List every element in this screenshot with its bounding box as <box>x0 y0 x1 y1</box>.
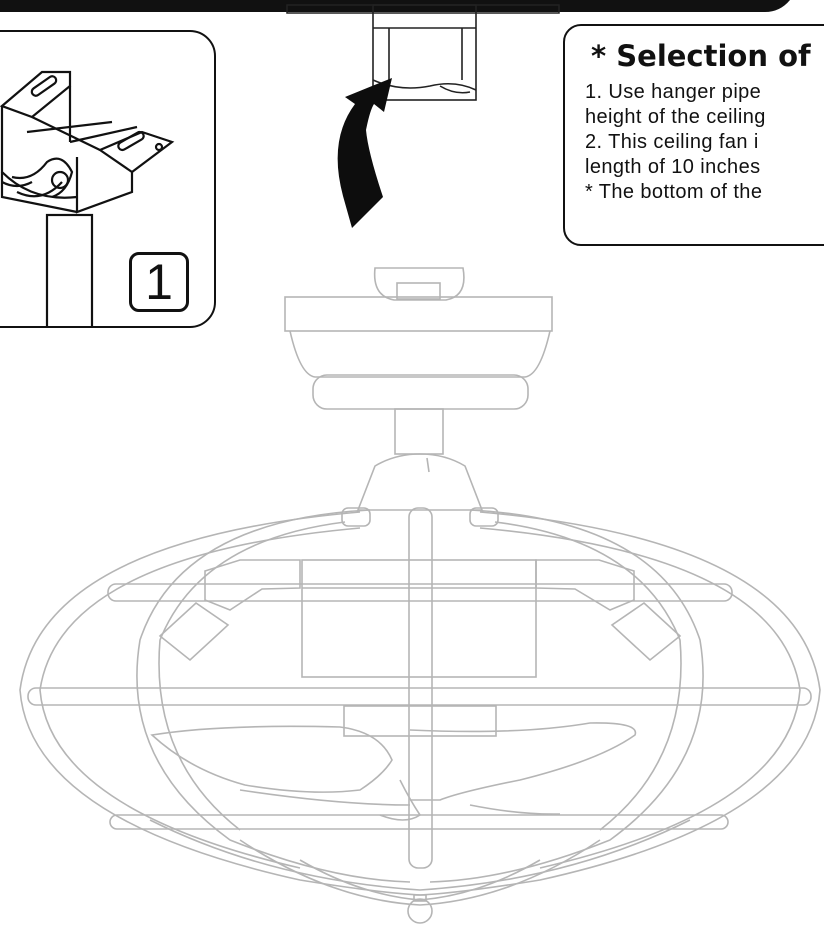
note-line-4: length of 10 inches <box>585 156 761 178</box>
fan-blade-front <box>239 789 411 806</box>
finial <box>407 898 433 924</box>
note-line-2: height of the ceiling <box>585 106 766 128</box>
hanger-cup <box>373 267 465 301</box>
blade-arm-left <box>204 559 301 611</box>
step-number-badge: 1 <box>129 252 189 312</box>
cage-ring-middle <box>27 687 812 706</box>
note-line-5: * The bottom of the <box>585 181 763 203</box>
motor-housing <box>301 559 537 678</box>
canopy-ring <box>312 374 529 410</box>
fan-blade-left <box>150 725 393 793</box>
blade-arm-right <box>535 559 635 611</box>
cage-outer-left <box>19 511 421 896</box>
light-housing <box>343 705 497 737</box>
selection-note-box: * Selection of 1. Use hanger pipe height… <box>563 24 824 246</box>
note-line-1: 1. Use hanger pipe <box>585 81 762 103</box>
canopy-flange <box>284 296 553 332</box>
canopy-body <box>289 330 551 378</box>
cage-outer-right <box>419 511 821 896</box>
canopy-bracket <box>372 4 477 101</box>
cage-rib-right <box>429 509 704 883</box>
note-line-3: 2. This ceiling fan i <box>585 131 759 153</box>
cage-rib-left <box>136 509 411 883</box>
motor-coupling <box>356 453 484 511</box>
downrod <box>394 408 444 455</box>
fan-assembly <box>19 267 821 924</box>
selection-title: * Selection of <box>591 39 811 73</box>
curved-arrow-icon <box>337 78 392 228</box>
downrod-stub <box>396 282 441 300</box>
top-banner <box>0 0 790 12</box>
fan-blade-right <box>409 722 637 801</box>
step-1-panel: 1 <box>0 30 216 328</box>
cage-rib-center <box>408 507 433 869</box>
cage-ring-top <box>107 583 733 602</box>
mounting-bracket-icon <box>0 70 175 326</box>
